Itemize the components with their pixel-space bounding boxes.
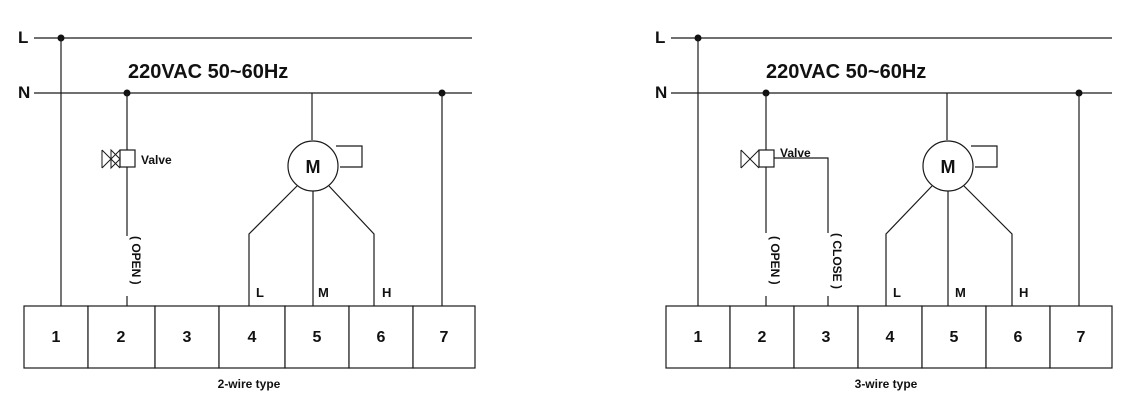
valve-open-label: ( OPEN ) <box>768 236 782 285</box>
neutral-label: N <box>655 83 667 102</box>
motor-wire-high <box>328 185 375 306</box>
terminal-label: 7 <box>440 329 449 346</box>
terminal-cell <box>729 305 795 369</box>
speed-label-medium: M <box>955 285 966 300</box>
voltage-label: 220VAC 50~60Hz <box>766 61 926 83</box>
terminal-label: 6 <box>1014 329 1023 346</box>
terminal-cell <box>985 305 1051 369</box>
diagram-caption: 3-wire type <box>855 377 918 391</box>
terminal-cell <box>857 305 923 369</box>
terminal-cell <box>154 305 220 369</box>
valve-body-icon <box>740 149 760 169</box>
valve-label: Valve <box>141 153 172 167</box>
valve-body-icon <box>101 149 121 169</box>
terminal-label: 1 <box>52 329 61 346</box>
terminal-cell <box>1049 305 1113 369</box>
live-label: L <box>655 28 665 47</box>
terminal-block: 1 2 3 4 5 6 7 <box>665 305 1113 369</box>
voltage-label: 220VAC 50~60Hz <box>128 61 288 83</box>
terminal-label: 3 <box>822 329 831 346</box>
diagram-3-wire: L N 220VAC 50~60Hz Valve ( OPEN ) ( CLOS… <box>655 28 1113 391</box>
terminal-cell <box>412 305 476 369</box>
terminal-label: 3 <box>183 329 192 346</box>
terminal-label: 1 <box>694 329 703 346</box>
terminal-block: 1 2 3 4 5 6 7 <box>23 305 476 369</box>
terminal-label: 6 <box>377 329 386 346</box>
speed-label-high: H <box>1019 285 1028 300</box>
live-label: L <box>18 28 28 47</box>
terminal-cell <box>218 305 286 369</box>
terminal-label: 7 <box>1077 329 1086 346</box>
motor-wire-low <box>885 185 933 306</box>
terminal-cell <box>665 305 731 369</box>
valve-actuator-box <box>758 149 775 168</box>
terminal-label: 2 <box>758 329 767 346</box>
motor-symbol: M <box>941 157 956 177</box>
terminal-label: 5 <box>950 329 959 346</box>
valve-actuator-box <box>119 149 136 168</box>
diagram-caption: 2-wire type <box>218 377 281 391</box>
motor-symbol: M <box>306 157 321 177</box>
terminal-label: 2 <box>117 329 126 346</box>
valve-label: Valve <box>780 146 811 160</box>
valve-open-label: ( OPEN ) <box>129 236 143 285</box>
diagram-2-wire: L N 220VAC 50~60Hz Valve ( OPEN ) M L <box>18 28 476 391</box>
terminal-label: 4 <box>248 329 257 346</box>
valve-close-wire <box>774 157 829 233</box>
terminal-cell <box>921 305 987 369</box>
motor-wire-low <box>248 185 298 306</box>
terminal-cell <box>284 305 350 369</box>
speed-label-high: H <box>382 285 391 300</box>
terminal-label: 5 <box>313 329 322 346</box>
valve-icon <box>110 148 121 170</box>
motor-wire-high <box>963 185 1013 306</box>
terminal-cell <box>348 305 414 369</box>
speed-label-low: L <box>256 285 264 300</box>
motor-housing-outlet <box>971 145 998 168</box>
motor-housing-outlet <box>336 145 363 168</box>
speed-label-low: L <box>893 285 901 300</box>
speed-label-medium: M <box>318 285 329 300</box>
valve-close-label: ( CLOSE ) <box>830 233 844 289</box>
neutral-label: N <box>18 83 30 102</box>
terminal-label: 4 <box>886 329 895 346</box>
